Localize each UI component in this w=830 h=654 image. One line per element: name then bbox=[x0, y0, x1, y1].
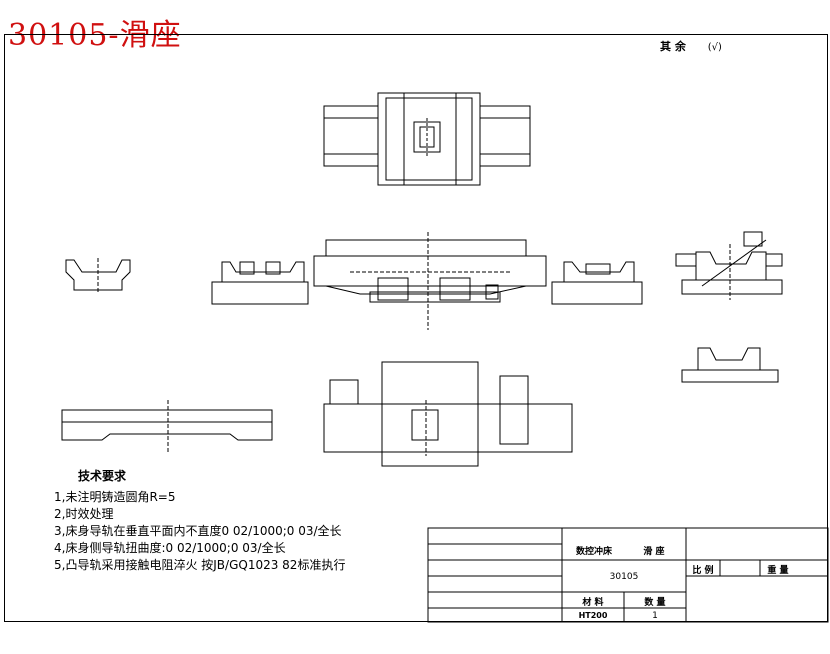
rest-label: 其 余 bbox=[660, 40, 686, 53]
section-b bbox=[681, 347, 779, 383]
surface-finish-note: 其 余 (√) bbox=[660, 38, 722, 54]
front-view bbox=[313, 232, 547, 330]
section-a bbox=[65, 258, 131, 292]
drawing-border bbox=[4, 34, 828, 622]
tb-scale-label: 比 例 bbox=[692, 566, 714, 576]
technical-requirements: 技术要求 1,未注明铸造圆角R=5 2,时效处理 3,床身导轨在垂直平面内不直度… bbox=[54, 468, 394, 574]
top-view bbox=[323, 92, 531, 186]
side-view-right bbox=[551, 261, 643, 305]
side-view-left bbox=[211, 261, 309, 305]
detail-view bbox=[675, 231, 783, 300]
tech-item: 3,床身导轨在垂直平面内不直度0 02/1000;0 03/全长 bbox=[54, 524, 342, 538]
tb-quantity: 1 bbox=[652, 611, 658, 621]
bottom-view bbox=[323, 361, 573, 467]
tech-item: 5,凸导轨采用接触电阻淬火 按JB/GQ1023 82标准执行 bbox=[54, 558, 346, 572]
drawing-title: 30105-滑座 bbox=[8, 18, 182, 53]
tb-material: HT200 bbox=[578, 611, 608, 620]
tb-quantity-label: 数 量 bbox=[644, 598, 666, 608]
tech-item: 1,未注明铸造圆角R=5 bbox=[54, 490, 176, 504]
title-block bbox=[427, 527, 829, 623]
tb-weight-label: 重 量 bbox=[767, 566, 789, 576]
roughness-symbol: (√) bbox=[707, 42, 722, 53]
tb-part: 滑 座 bbox=[643, 547, 665, 557]
tech-item: 4,床身侧导轨扭曲度:0 02/1000;0 03/全长 bbox=[54, 541, 286, 555]
tb-material-label: 材 料 bbox=[582, 598, 604, 608]
tech-item: 2,时效处理 bbox=[54, 507, 114, 521]
longitudinal-section bbox=[61, 400, 273, 452]
tb-drawing-number: 30105 bbox=[609, 572, 639, 582]
tb-machine: 数控冲床 bbox=[575, 547, 612, 557]
tech-heading: 技术要求 bbox=[78, 469, 127, 483]
